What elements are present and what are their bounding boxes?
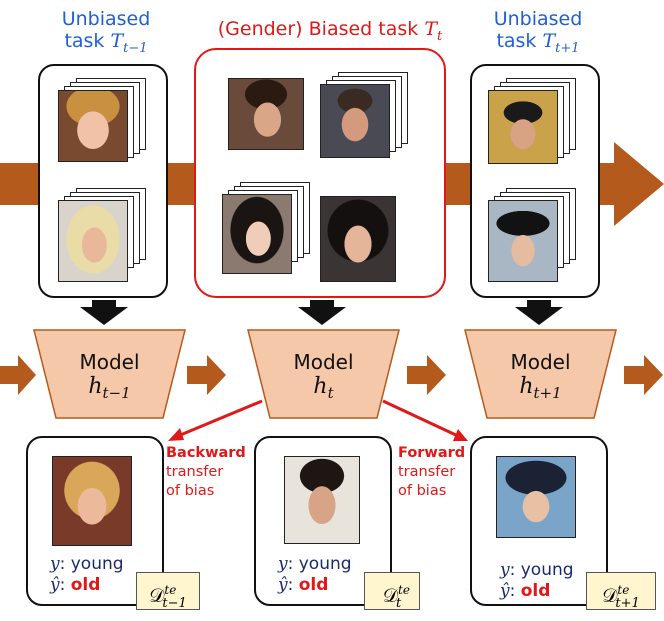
model-symbol: ht−1	[88, 374, 131, 402]
model-symbol: ht+1	[519, 374, 562, 402]
down-arrow-1	[80, 300, 128, 325]
face-photo	[496, 456, 576, 538]
model-trapezoid-1	[33, 329, 186, 419]
model-prev: Model ht−1	[34, 330, 185, 418]
face-photo	[320, 196, 396, 282]
prediction: y: young ŷ: old	[278, 554, 352, 595]
face-photo	[488, 90, 558, 164]
face-photo	[222, 194, 292, 274]
task-label-next-line1: Unbiased	[493, 8, 583, 30]
prediction: y: young ŷ: old	[500, 560, 574, 601]
face-photo	[228, 78, 304, 150]
face-photo	[320, 84, 390, 158]
task-label-next-line2: task	[496, 30, 543, 52]
task-symbol-next: T	[542, 30, 556, 52]
face-photo	[488, 200, 558, 282]
test-box-next: y: young ŷ: old	[470, 436, 608, 606]
down-arrow-2	[298, 300, 346, 325]
prediction: y: young ŷ: old	[50, 554, 124, 595]
model-flow-arrow-out	[624, 355, 663, 395]
down-arrow-3	[515, 300, 563, 325]
task-symbol-prev: T	[110, 30, 124, 52]
forward-transfer-arrow	[382, 399, 468, 441]
face-photo	[284, 456, 360, 544]
model-flow-arrow-1	[187, 355, 226, 395]
task-label-current-text: (Gender) Biased task	[217, 18, 425, 40]
task-subscript-current: t	[437, 29, 443, 44]
task-label-prev: Unbiased task Tt−1	[36, 8, 176, 60]
model-flow-arrow-2	[407, 355, 446, 395]
backward-transfer-label: Backward transfer of bias	[166, 445, 246, 499]
backward-transfer-arrow	[168, 399, 263, 441]
face-photo	[52, 456, 132, 546]
task-label-prev-line2: task	[64, 30, 111, 52]
task-label-current: (Gender) Biased task Tt	[190, 18, 470, 48]
task-symbol-current: T	[424, 18, 437, 40]
model-trapezoid-2	[247, 329, 400, 419]
test-set-label-next: 𝒟tet+1	[586, 572, 656, 611]
model-next: Model ht+1	[465, 330, 616, 418]
model-name: Model	[79, 350, 140, 374]
model-current: Model ht	[248, 330, 399, 418]
test-set-label-current: 𝒟tet	[364, 572, 420, 611]
task-label-prev-line1: Unbiased	[61, 8, 151, 30]
test-set-label-prev: 𝒟tet−1	[136, 572, 200, 611]
model-flow-arrow-in	[0, 355, 36, 395]
model-trapezoid-3	[464, 329, 617, 419]
face-photo	[58, 200, 128, 282]
task-label-next: Unbiased task Tt+1	[468, 8, 608, 60]
task-subscript-next: t+1	[555, 41, 580, 56]
model-symbol: ht	[313, 374, 334, 402]
task-subscript-prev: t−1	[123, 41, 148, 56]
forward-transfer-label: Forward transfer of bias	[398, 445, 466, 499]
model-name: Model	[510, 350, 571, 374]
face-photo	[58, 90, 128, 162]
model-name: Model	[293, 350, 354, 374]
